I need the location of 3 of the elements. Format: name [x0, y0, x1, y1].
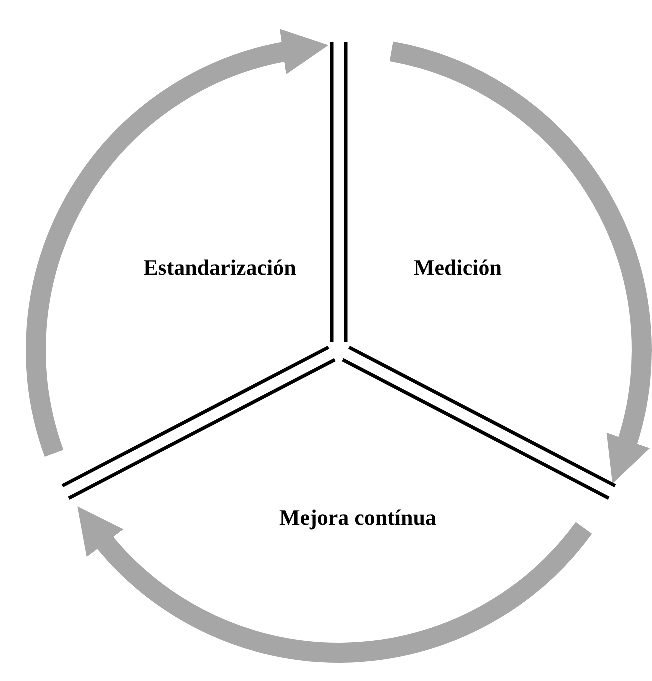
stage-label: Medición — [410, 253, 506, 283]
stage-label: Mejora contínua — [275, 503, 441, 533]
stage-label: Estandarización — [140, 253, 300, 283]
